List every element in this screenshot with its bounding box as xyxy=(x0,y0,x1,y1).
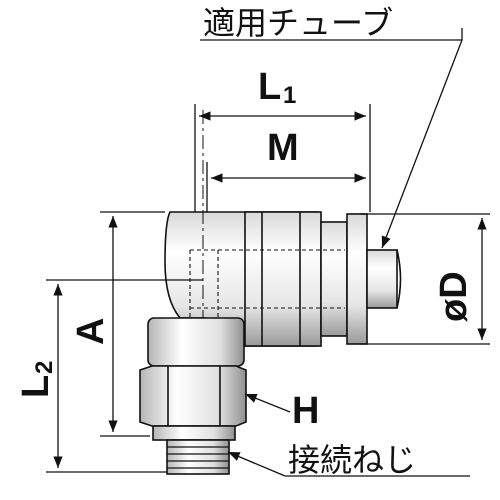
fitting-body xyxy=(139,110,402,475)
l2-main: L xyxy=(15,375,57,398)
a-label: A xyxy=(70,318,112,345)
l2-sub: 2 xyxy=(31,361,58,374)
d-label: øD xyxy=(433,271,475,322)
dimension-lines xyxy=(46,28,490,477)
thread-label: 接続ねじ xyxy=(288,441,416,479)
tube-label: 適用チューブ xyxy=(203,4,393,42)
m-label: M xyxy=(267,127,299,169)
l1-main: L xyxy=(258,66,281,108)
l2-label: L 2 xyxy=(15,361,58,398)
h-label: H xyxy=(292,390,319,432)
l1-sub: 1 xyxy=(283,82,296,109)
l1-label: L 1 xyxy=(258,66,296,109)
